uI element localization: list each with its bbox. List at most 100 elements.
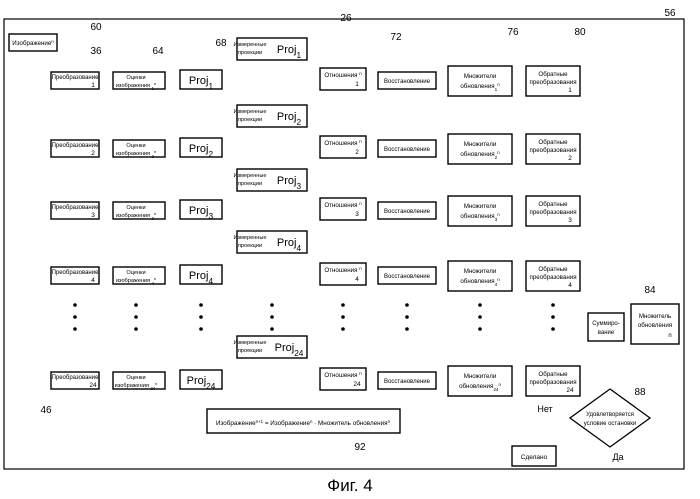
row-0-multiplier-label-1: Множители (464, 73, 497, 80)
ellipsis-dots-3-2 (270, 327, 274, 331)
row-2-inverse-index: 3 (568, 217, 572, 224)
row-3-transform-index: 4 (91, 277, 95, 284)
row-4-transform-index: 24 (89, 382, 97, 389)
row-1-multiplier-label-1: Множители (464, 141, 497, 148)
column-ref-4: 72 (390, 32, 402, 43)
measured-label-2-4: проекции (238, 348, 262, 354)
row-2-ratio-index: 3 (355, 211, 359, 218)
row-2-multiplier-label-1: Множители (464, 203, 497, 210)
row-3-multiplier-label-1: Множители (464, 268, 497, 275)
row-0-transform-label: Преобразование (52, 75, 100, 81)
row-0-multiplier-box (448, 66, 512, 96)
ellipsis-dots-3-1 (270, 315, 274, 319)
row-0-estimate-label-1: Оценки (126, 75, 145, 81)
formula-ref-label: 92 (354, 442, 366, 453)
ellipsis-dots-1-1 (134, 315, 138, 319)
row-3-multiplier-box (448, 261, 512, 291)
row-2-ratio-label: Отношения n (324, 201, 362, 210)
ellipsis-dots-1-2 (134, 327, 138, 331)
summation-box (588, 313, 624, 341)
measured-label-2-3: проекции (238, 243, 262, 249)
no-label: Нет (537, 404, 552, 414)
row-4-estimate-label-1: Оценки (126, 375, 145, 381)
decision-label-1: Удовлетворяется (586, 412, 634, 418)
row-0-restore-label: Восстановление (384, 79, 431, 85)
row-3-estimate-label-1: Оценки (126, 270, 145, 276)
image-box-label: Изображениеn (12, 39, 54, 48)
row-4-inverse-label-1: Обратные (538, 371, 568, 378)
left-ref-label: 46 (40, 405, 52, 416)
summation-label-1: Суммиро- (592, 321, 620, 327)
row-4-inverse-label-2: преобразования (529, 379, 576, 386)
ellipsis-dots-6-1 (478, 315, 482, 319)
summation-label-2: вание (598, 330, 615, 336)
measured-label-2-0: проекции (238, 50, 262, 56)
row-1-transform-index: 2 (91, 150, 95, 157)
ellipsis-dots-5-0 (405, 303, 409, 307)
yes-label: Да (612, 452, 623, 462)
column-ref-5: 76 (507, 27, 519, 38)
measured-label-2-1: проекции (238, 117, 262, 123)
done-label: Сделано (521, 454, 548, 461)
row-2-estimate-label-1: Оценки (126, 205, 145, 211)
ellipsis-dots-6-2 (478, 327, 482, 331)
row-3-restore-label: Восстановление (384, 274, 431, 280)
row-4-multiplier-label-1: Множители (464, 373, 497, 380)
measured-label-2-2: проекции (238, 181, 262, 187)
row-3-inverse-index: 4 (568, 282, 572, 289)
column-ref-2: 68 (215, 38, 227, 49)
row-1-ratio-label: Отношения n (324, 139, 362, 148)
row-4-multiplier-box (448, 366, 512, 396)
ellipsis-dots-2-2 (199, 327, 203, 331)
ellipsis-dots-0-2 (73, 327, 77, 331)
ellipsis-dots-1-0 (134, 303, 138, 307)
row-1-inverse-label-1: Обратные (538, 139, 568, 146)
ellipsis-dots-5-2 (405, 327, 409, 331)
formula-label: Изображениеn+1 = Изображениеn · Множител… (216, 419, 391, 428)
ellipsis-dots-7-0 (551, 303, 555, 307)
row-2-multiplier-box (448, 196, 512, 226)
ellipsis-dots-5-1 (405, 315, 409, 319)
row-4-restore-label: Восстановление (384, 379, 431, 385)
row-2-inverse-label-1: Обратные (538, 201, 568, 208)
row-4-transform-label: Преобразование (52, 375, 100, 381)
column-ref-0: 36 (90, 46, 102, 57)
ellipsis-dots-2-0 (199, 303, 203, 307)
row-1-restore-label: Восстановление (384, 147, 431, 153)
row-1-inverse-label-2: преобразования (529, 147, 576, 154)
decision-label-2: условие остановки (584, 421, 637, 427)
row-2-restore-label: Восстановление (384, 209, 431, 215)
ellipsis-dots-7-2 (551, 327, 555, 331)
row-0-inverse-label-1: Обратные (538, 71, 568, 78)
image-ref-label: 60 (90, 22, 102, 33)
column-ref-1: 64 (152, 46, 164, 57)
row-3-ratio-index: 4 (355, 276, 359, 283)
measured-label-1-4: Измеренные (233, 340, 266, 346)
ellipsis-dots-7-1 (551, 315, 555, 319)
row-0-transform-index: 1 (91, 82, 95, 89)
row-0-inverse-index: 1 (568, 87, 572, 94)
measured-label-1-0: Измеренные (233, 42, 266, 48)
ellipsis-dots-4-0 (341, 303, 345, 307)
row-2-transform-index: 3 (91, 212, 95, 219)
update-multiplier-ref: 84 (644, 285, 656, 296)
ellipsis-dots-2-1 (199, 315, 203, 319)
row-3-inverse-label-1: Обратные (538, 266, 568, 273)
update-multiplier-label-1: Множитель (639, 313, 671, 320)
update-multiplier-sup: n (668, 333, 671, 339)
ellipsis-dots-0-0 (73, 303, 77, 307)
row-3-inverse-label-2: преобразования (529, 274, 576, 281)
ellipsis-dots-0-1 (73, 315, 77, 319)
decision-ref-label: 88 (634, 387, 646, 398)
row-1-estimate-label-1: Оценки (126, 143, 145, 149)
row-4-ratio-index: 24 (353, 381, 361, 388)
column-ref-6: 80 (574, 27, 586, 38)
row-3-ratio-label: Отношения n (324, 266, 362, 275)
row-0-inverse-label-2: преобразования (529, 79, 576, 86)
measured-label-1-3: Измеренные (233, 235, 266, 241)
update-multiplier-label-2: обновления (638, 322, 672, 329)
row-1-inverse-index: 2 (568, 155, 572, 162)
flowchart-diagram: 56Изображениеn603664682672768046Преобраз… (0, 0, 700, 480)
figure-caption: Фиг. 4 (0, 476, 700, 496)
measured-label-1-2: Измеренные (233, 173, 266, 179)
